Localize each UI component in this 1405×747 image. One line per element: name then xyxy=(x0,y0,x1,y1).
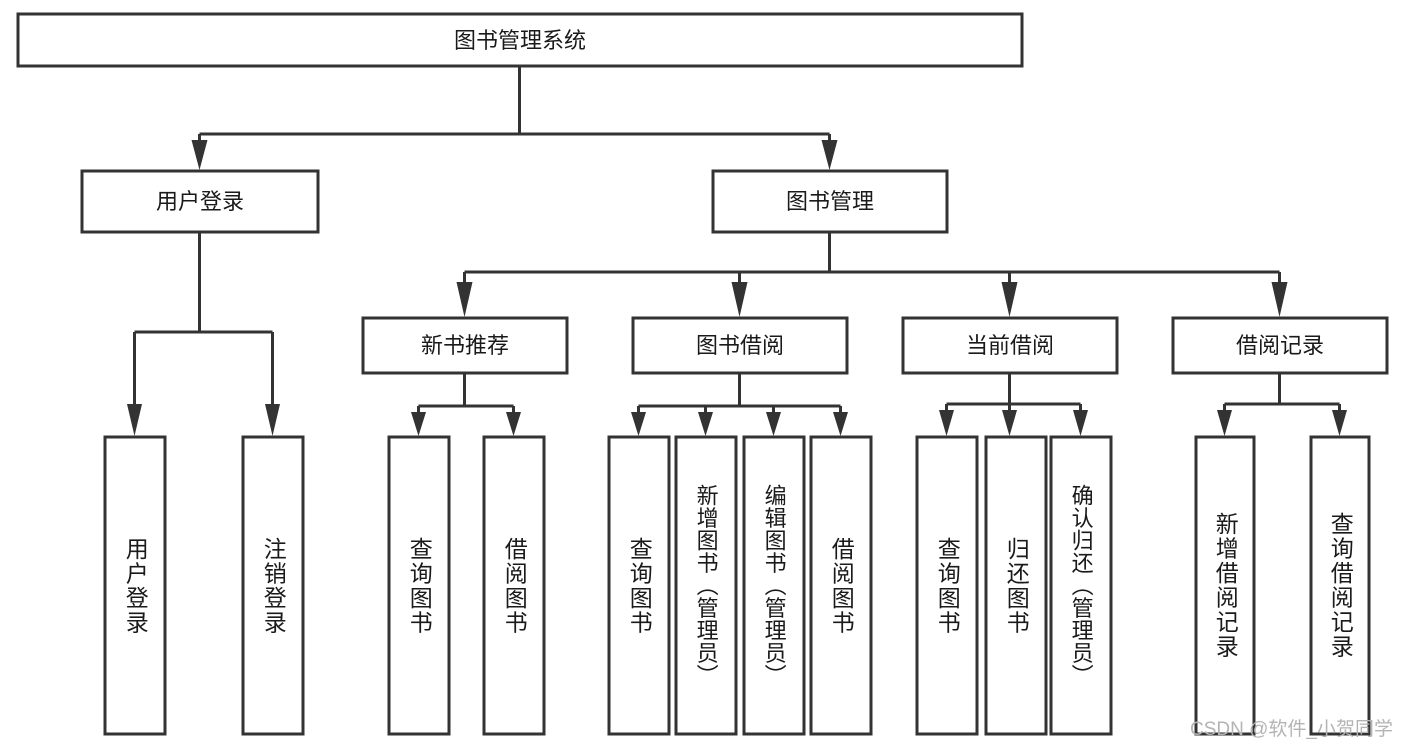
node-box-leaf-add-record[interactable] xyxy=(1194,435,1256,736)
arrow-to-new-book-recommend xyxy=(456,282,473,317)
node-box-group: 图书管理系统 用户登录 图书管理 新书推荐 图书借阅 当前借阅 借阅记录 xyxy=(16,12,1389,736)
arrow-leaf-query-book-1 xyxy=(411,412,426,436)
csdn-watermark: CSDN @软件_小贺同学 xyxy=(1190,719,1393,740)
node-box-leaf-borrow-book-1[interactable] xyxy=(482,435,546,736)
arrow-leaf-user-login xyxy=(127,404,142,436)
arrow-leaf-logout xyxy=(265,404,280,436)
arrow-leaf-add-record xyxy=(1217,410,1232,436)
node-label-user-login: 用户登录 xyxy=(156,189,244,214)
node-box-new-book-recommend[interactable] xyxy=(361,316,569,375)
arrow-leaf-confirm-return xyxy=(1073,410,1088,436)
node-box-leaf-query-record[interactable] xyxy=(1309,435,1371,736)
node-box-leaf-logout[interactable] xyxy=(241,435,305,736)
node-box-book-manage[interactable] xyxy=(711,169,949,234)
arrow-to-borrow-record xyxy=(1271,282,1288,317)
arrow-leaf-return-book xyxy=(1002,410,1017,436)
arrow-leaf-add-book xyxy=(698,412,713,436)
arrow-to-user-login xyxy=(191,140,208,170)
arrow-to-book-manage xyxy=(821,140,838,170)
arrow-leaf-edit-book xyxy=(766,412,781,436)
node-box-leaf-add-book[interactable] xyxy=(674,435,738,736)
node-box-leaf-confirm-return[interactable] xyxy=(1049,435,1113,736)
arrow-leaf-query-book-3 xyxy=(939,410,954,436)
node-box-leaf-user-login[interactable] xyxy=(103,435,167,736)
node-box-borrow-record[interactable] xyxy=(1171,316,1389,375)
node-box-root[interactable] xyxy=(16,12,1024,68)
arrow-leaf-borrow-book-1 xyxy=(506,412,521,436)
node-box-current-borrow[interactable] xyxy=(901,316,1119,375)
arrow-to-current-borrow xyxy=(1001,282,1018,317)
node-label-book-manage: 图书管理 xyxy=(786,189,874,214)
node-label-root: 图书管理系统 xyxy=(454,28,586,53)
connector-group xyxy=(127,66,1347,436)
node-box-leaf-edit-book[interactable] xyxy=(742,435,806,736)
arrow-leaf-borrow-book-2 xyxy=(833,412,848,436)
node-box-leaf-query-book-2[interactable] xyxy=(607,435,671,736)
node-label-current-borrow: 当前借阅 xyxy=(966,333,1054,358)
node-label-borrow-record: 借阅记录 xyxy=(1236,333,1324,358)
node-box-book-borrow[interactable] xyxy=(631,316,849,375)
node-box-leaf-query-book-3[interactable] xyxy=(915,435,979,736)
node-box-user-login[interactable] xyxy=(80,169,320,234)
node-box-leaf-return-book[interactable] xyxy=(984,435,1048,736)
node-label-new-book-recommend: 新书推荐 xyxy=(421,333,509,358)
node-box-leaf-query-book-1[interactable] xyxy=(387,435,451,736)
node-box-leaf-borrow-book-2[interactable] xyxy=(809,435,873,736)
arrow-leaf-query-record xyxy=(1332,410,1347,436)
arrow-leaf-query-book-2 xyxy=(631,412,646,436)
arrow-to-book-borrow xyxy=(731,282,748,317)
node-label-book-borrow: 图书借阅 xyxy=(696,333,784,358)
